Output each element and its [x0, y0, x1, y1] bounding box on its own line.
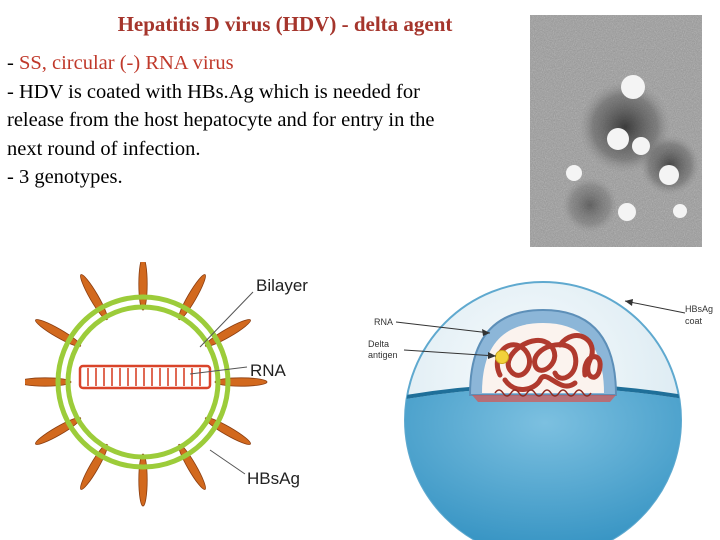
hdv-cross-section-diagram: RNA Delta antigen HBsAg coat: [368, 281, 713, 540]
envelope-inner: [65, 304, 221, 460]
rna-pointer: [395, 321, 491, 334]
bullet-genotypes: - 3 genotypes.: [7, 166, 123, 188]
label-antigen: antigen: [368, 350, 398, 360]
slide-title: Hepatitis D virus (HDV) - delta agent: [117, 12, 453, 36]
coat-lower-shell: [405, 387, 681, 540]
hbsag-spike: [138, 453, 148, 507]
bullet-ss-rna-text: SS, circular (-) RNA virus: [18, 52, 234, 74]
envelope-outer: [55, 294, 231, 470]
bullet-list: - SS, circular (-) RNA virus - HDV is co…: [7, 49, 522, 192]
bullet-ss-rna: - SS, circular (-) RNA virus: [7, 52, 234, 74]
bilayer-pointer: [199, 291, 254, 348]
virion-particles: [566, 75, 687, 221]
hbsag-spike: [25, 377, 72, 387]
delta-antigen-pointer: [403, 349, 497, 357]
electron-micrograph: [530, 15, 702, 247]
bullet-hbsag-line-3: next round of infection.: [7, 137, 201, 160]
rna-pointer: [189, 366, 248, 375]
label-coat: coat: [685, 316, 703, 326]
hbsag-coat-pointer: [624, 300, 686, 314]
hbsag-spike: [138, 262, 148, 311]
rna-ladder: [78, 364, 212, 390]
label-rna: RNA: [250, 361, 287, 380]
rna-strand: [494, 333, 603, 392]
label-hbsag-coat: HBsAg: [685, 304, 713, 314]
bullet-hbsag-line-1: - HDV is coated with HBs.Ag which is nee…: [7, 80, 420, 103]
label-rna-right: RNA: [374, 317, 393, 327]
label-hbsag: HBsAg: [247, 469, 300, 488]
label-bilayer: Bilayer: [256, 276, 308, 295]
hbsag-pointer: [209, 449, 246, 475]
hdv-schematic-diagram: Bilayer RNA HBsAg: [25, 262, 308, 507]
bullet-hbsag-line-2: release from the host hepatocyte and for…: [7, 109, 435, 131]
label-delta: Delta: [368, 339, 389, 349]
delta-antigen: [495, 350, 509, 364]
